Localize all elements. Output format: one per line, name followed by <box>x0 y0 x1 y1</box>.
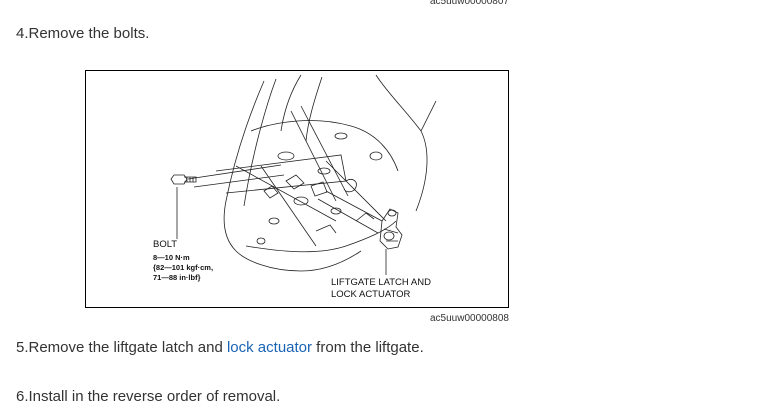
liftgate-latch-illustration: BOLT 8—10 N·m {82—101 kgf·cm, 71—88 in·l… <box>85 70 509 308</box>
step-6-text: 6.Install in the reverse order of remova… <box>16 388 281 405</box>
bolt-torque-nm: 8—10 N·m <box>153 253 190 262</box>
bolt-torque-inlbf: 71—88 in·lbf} <box>153 273 201 282</box>
bolt-torque-kgfcm: {82—101 kgf·cm, <box>153 263 214 272</box>
latch-callout-label-line2: LOCK ACTUATOR <box>331 289 411 300</box>
figure-id-previous: ac5uuw00000807 <box>430 0 509 7</box>
latch-callout-label-line1: LIFTGATE LATCH AND <box>331 277 431 288</box>
lock-actuator-link[interactable]: lock actuator <box>226 339 313 356</box>
step-5-prefix: 5.Remove the liftgate latch and <box>16 339 227 356</box>
figure-id: ac5uuw00000808 <box>430 313 509 324</box>
liftgate-line-drawing <box>170 74 437 275</box>
step-5-suffix: from the liftgate. <box>312 339 424 356</box>
bolt-callout-label: BOLT <box>153 239 178 250</box>
step-5-text: 5.Remove the liftgate latch and lock act… <box>16 339 424 356</box>
step-4-text: 4.Remove the bolts. <box>16 25 150 42</box>
